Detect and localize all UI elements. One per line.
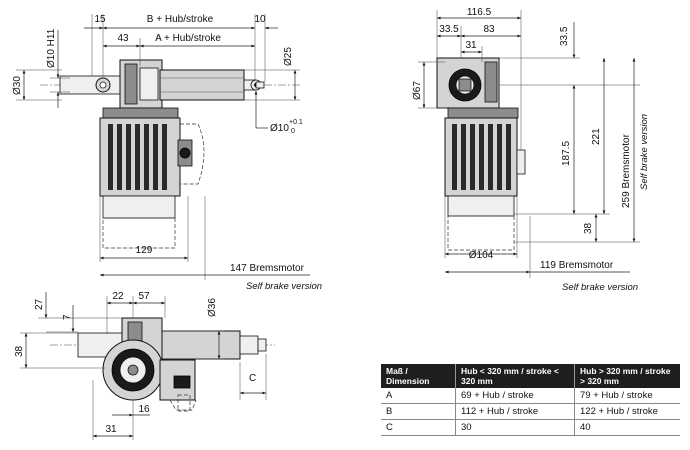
table-cell: 40 (574, 419, 680, 436)
self-brake-label-front: Self brake version (246, 281, 322, 292)
dim-57: 57 (138, 291, 150, 302)
table-cell: 112 + Hub / stroke (455, 403, 575, 420)
dim-33-5-h: 33.5 (439, 24, 459, 35)
motor-flange (102, 107, 179, 119)
dim-116-5: 116.5 (467, 7, 492, 18)
table-cell: C (381, 419, 456, 436)
table-cell: B (381, 403, 456, 420)
terminal-box-hidden (180, 123, 205, 185)
table-cell: 122 + Hub / stroke (574, 403, 680, 420)
dim-38-side: 38 (583, 222, 594, 234)
motor-fins (108, 124, 167, 190)
front-view: B + Hub/stroke 15 10 43 A + Hub/stroke Ø… (12, 14, 322, 292)
outer-tube (159, 69, 245, 101)
dim-d30: Ø30 (12, 76, 23, 95)
dim-33-5-v: 33.5 (559, 26, 570, 46)
self-brake-label-side: Self brake version (562, 282, 638, 293)
dim-d10-tol: Ø10 (270, 123, 289, 134)
dim-221: 221 (591, 128, 602, 145)
dim-22: 22 (112, 291, 124, 302)
dim-d104: Ø104 (469, 250, 494, 261)
dim-d67: Ø67 (412, 81, 423, 100)
table-row: B 112 + Hub / stroke 122 + Hub / stroke (381, 403, 680, 420)
brake-motor-label-side: 119 Bremsmotor (540, 260, 614, 271)
dim-tol-plus: +0.1 (289, 119, 303, 126)
table-row: A 69 + Hub / stroke 79 + Hub / stroke (381, 388, 680, 404)
dimension-table: Maß / Dimension Hub < 320 mm / stroke < … (381, 364, 680, 436)
dim-16: 16 (138, 404, 150, 415)
table-cell: 30 (455, 419, 575, 436)
dim-d25: Ø25 (283, 47, 294, 66)
dim-b-hub-stroke: B + Hub/stroke (147, 14, 214, 25)
side-brake-hidden (447, 215, 515, 251)
dim-d10-h11: Ø10 H11 (46, 28, 57, 68)
dim-d36: Ø36 (207, 298, 218, 317)
side-view: 116.5 33.5 83 31 33.5 Ø67 187.5 221 259 … (412, 7, 650, 293)
motor-end-cap (102, 195, 176, 219)
top-rod-end (239, 335, 259, 355)
dim-10-top: 10 (254, 14, 266, 25)
dim-38-top: 38 (14, 345, 25, 357)
dim-129: 129 (136, 245, 153, 256)
brake-motor-hidden (102, 217, 176, 249)
rear-clevis-plate (59, 75, 123, 95)
table-row: C 30 40 (381, 419, 680, 436)
dim-187-5: 187.5 (561, 141, 572, 166)
dim-a-hub-stroke: A + Hub/stroke (155, 33, 221, 44)
dim-259-brake: 259 Bremsmotor (621, 133, 632, 208)
top-outer-tube (161, 330, 241, 360)
dim-27: 27 (34, 298, 45, 310)
table-header-dimension: Maß / Dimension (381, 364, 456, 388)
table-header-long-stroke: Hub > 320 mm / stroke > 320 mm (574, 364, 680, 388)
dim-tol-zero: 0 (291, 128, 295, 135)
table-header-row: Maß / Dimension Hub < 320 mm / stroke < … (381, 364, 680, 388)
table-header-short-stroke: Hub < 320 mm / stroke < 320 mm (455, 364, 575, 388)
dim-43: 43 (117, 33, 129, 44)
self-brake-vertical: Self brake version (639, 114, 650, 190)
side-motor-fins (452, 124, 511, 190)
table-cell: 69 + Hub / stroke (455, 388, 575, 404)
dim-31-side: 31 (465, 40, 477, 51)
dim-15: 15 (94, 14, 106, 25)
dim-c: C (249, 373, 256, 384)
dim-31-top: 31 (105, 424, 117, 435)
dim-83: 83 (483, 24, 495, 35)
dim-7: 7 (62, 314, 73, 320)
table-cell: A (381, 388, 456, 404)
top-view: 22 57 Ø36 27 7 38 C 16 31 (14, 291, 275, 440)
table-cell: 79 + Hub / stroke (574, 388, 680, 404)
brake-motor-label-front: 147 Bremsmotor (230, 263, 305, 274)
